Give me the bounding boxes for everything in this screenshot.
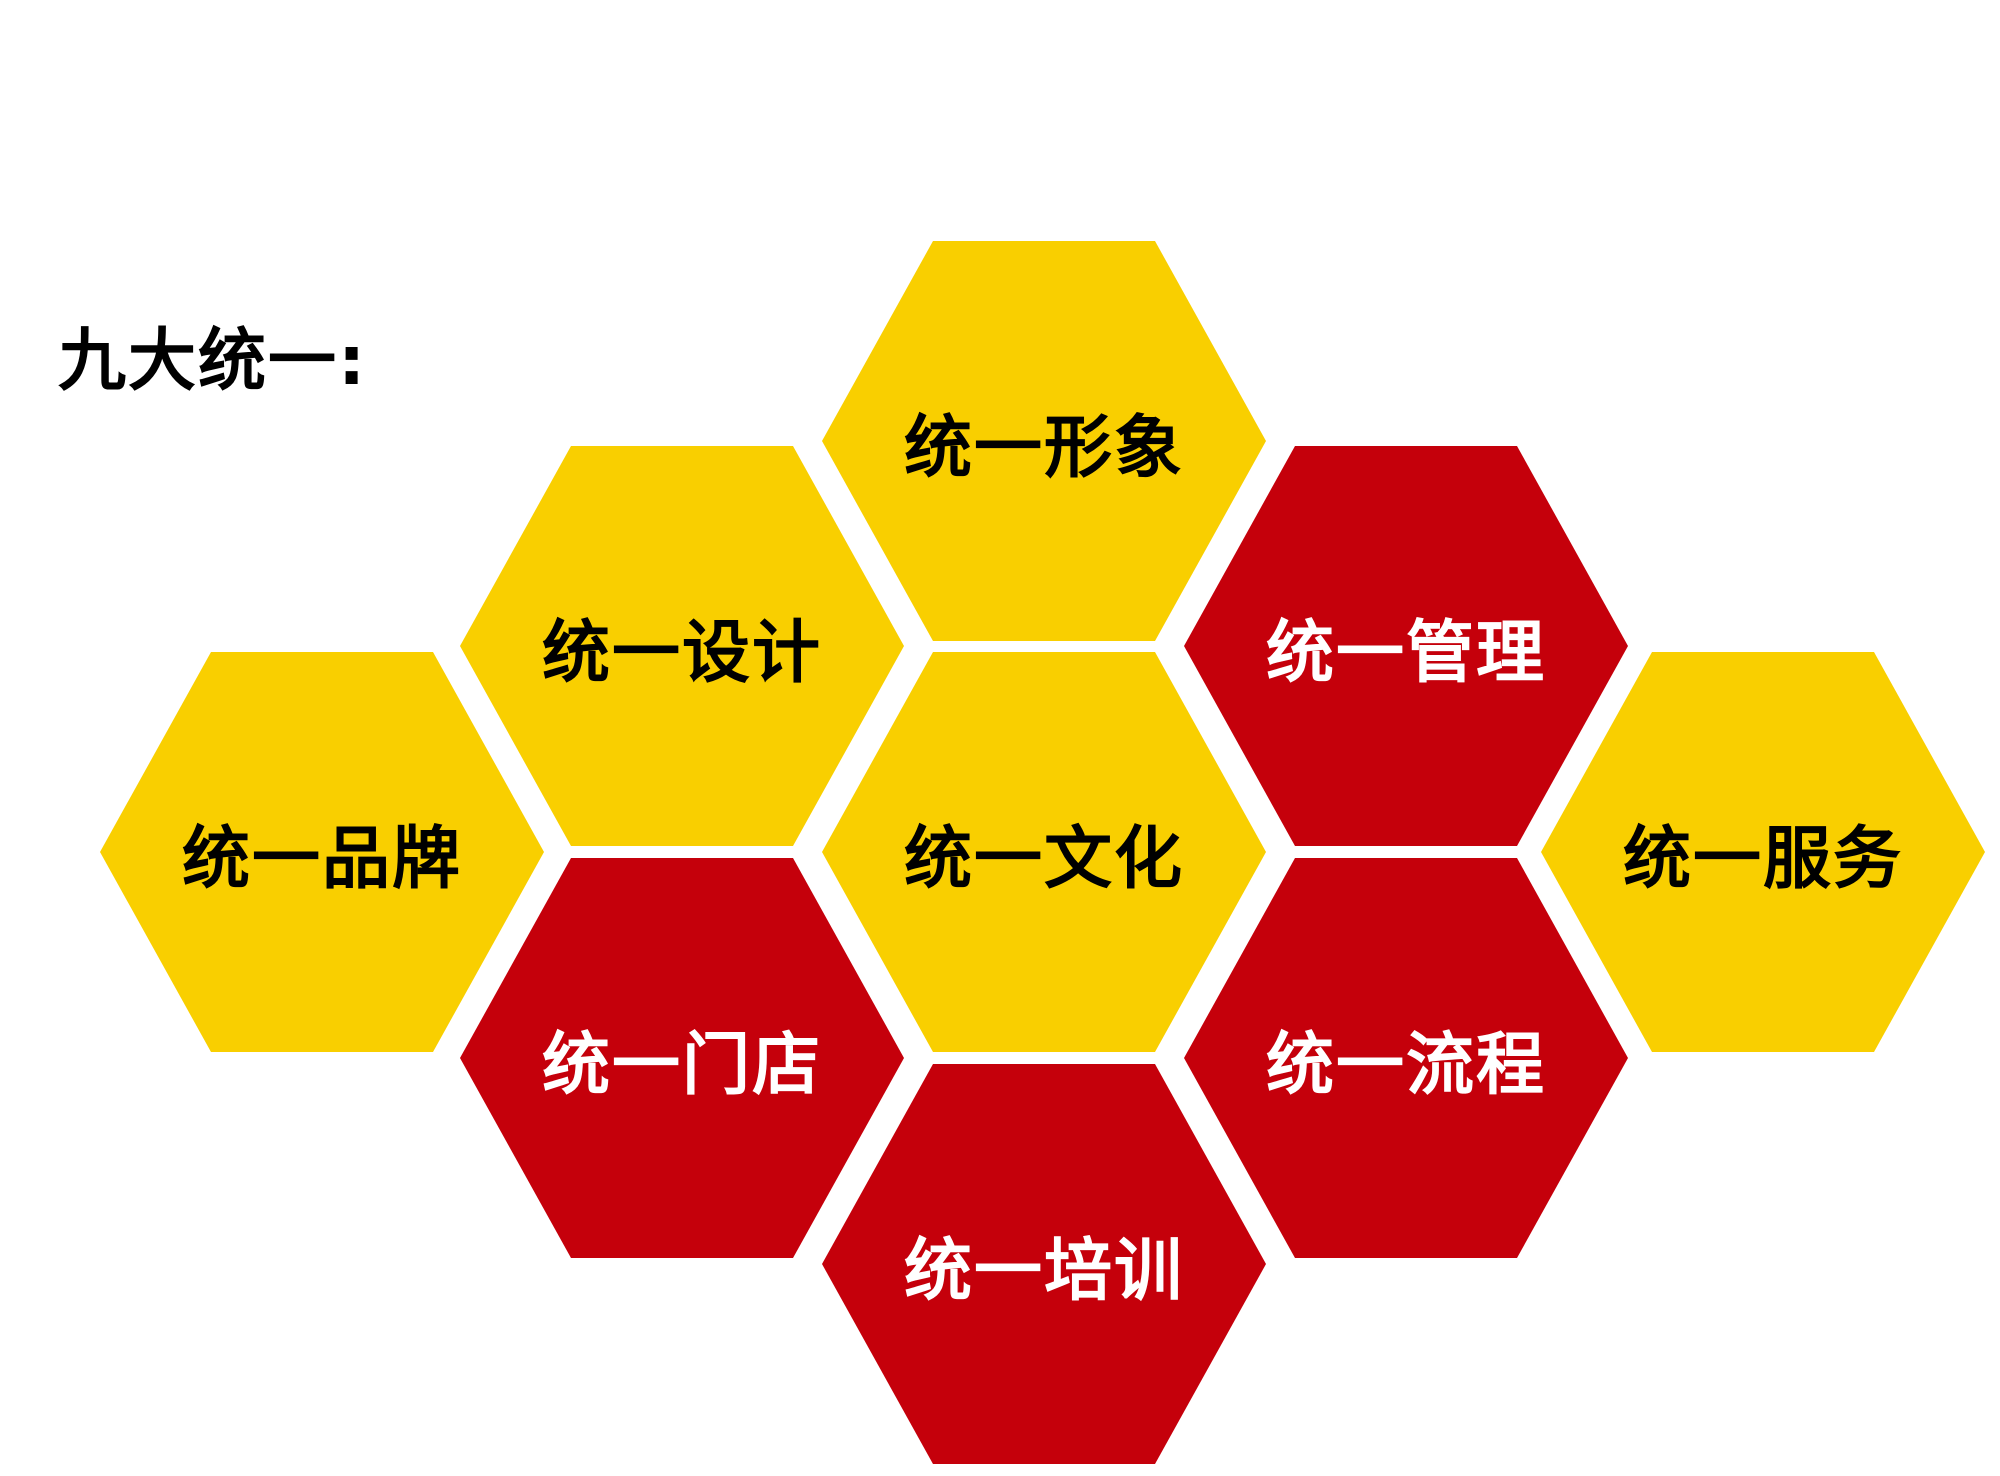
hexagon-unified-process: 统一流程 [1184,858,1628,1258]
hexagon-unified-brand: 统一品牌 [100,652,544,1052]
hexagon-label: 统一服务 [1622,819,1903,899]
hexagon-label: 统一形象 [903,408,1184,488]
hexagon-unified-store: 统一门店 [460,858,904,1258]
hexagon-label: 统一文化 [903,819,1184,899]
hexagon-label: 统一培训 [903,1231,1184,1311]
hexagon-label: 统一流程 [1265,1025,1546,1105]
hexagon-unified-training: 统一培训 [822,1064,1266,1464]
hexagon-label: 统一门店 [541,1025,822,1105]
hexagon-label: 统一品牌 [181,819,462,899]
page-title: 九大统一: [58,322,368,401]
hexagon-label: 统一设计 [541,613,822,693]
hexagon-label: 统一管理 [1265,613,1546,693]
hexagon-unified-culture: 统一文化 [822,652,1266,1052]
hexagon-unified-service: 统一服务 [1541,652,1985,1052]
hexagon-unified-management: 统一管理 [1184,446,1628,846]
hexagon-unified-design: 统一设计 [460,446,904,846]
hexagon-unified-image: 统一形象 [822,241,1266,641]
